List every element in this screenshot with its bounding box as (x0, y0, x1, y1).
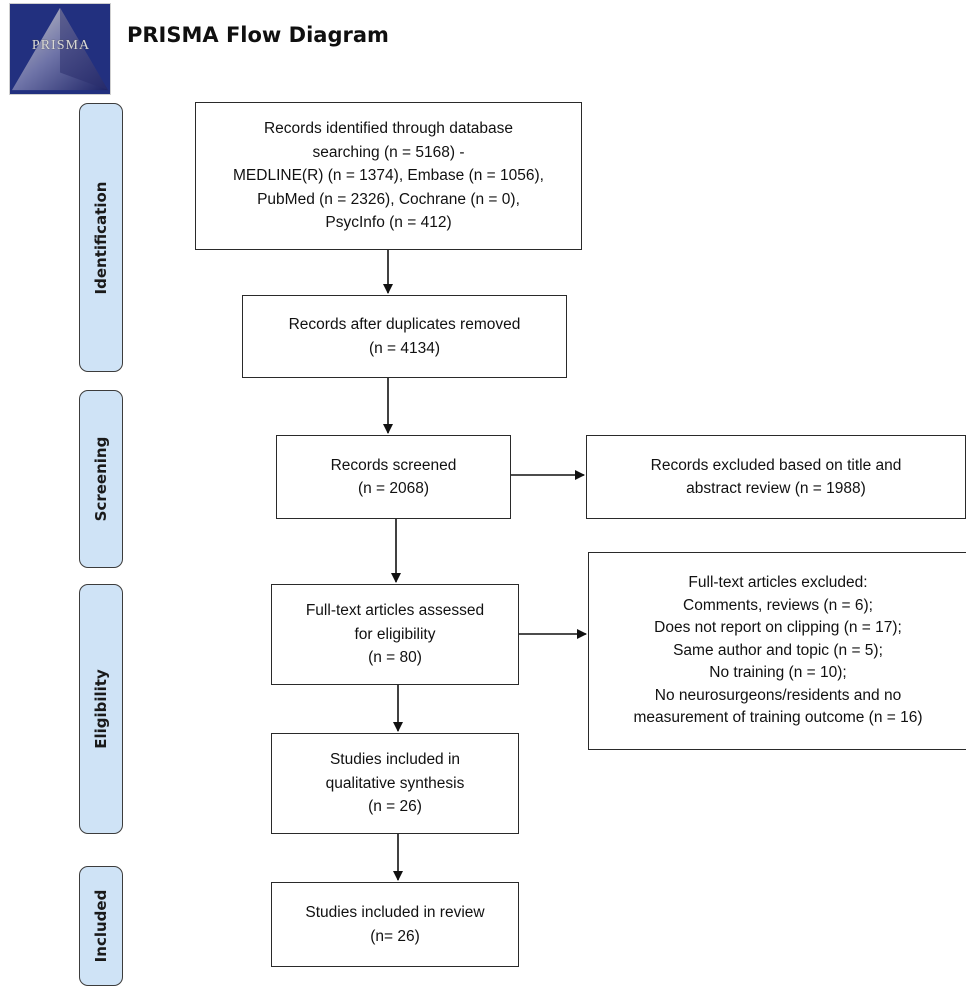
box-line: Records screened (330, 456, 457, 474)
box-line: MEDLINE(R) (n = 1374), Embase (n = 1056)… (233, 167, 544, 185)
stage-eligibility: Eligibility (79, 584, 123, 834)
box-line: (n= 26) (370, 927, 420, 945)
box-line: PubMed (n = 2326), Cochrane (n = 0), (257, 190, 520, 208)
box-line: No neurosurgeons/residents and no (654, 686, 902, 704)
box-line: Records excluded based on title and (650, 456, 902, 474)
box-line: Studies included in review (305, 904, 485, 921)
box-line: No training (n = 10); (709, 664, 847, 682)
stage-included-label: Included (92, 889, 110, 963)
page-title: PRISMA Flow Diagram (127, 23, 389, 47)
box-line: abstract review (n = 1988) (686, 480, 866, 497)
box-line: for eligibility (354, 625, 436, 643)
box-line: Records identified through database (263, 120, 514, 138)
stage-identification-label: Identification (92, 181, 110, 294)
records-excluded-box: Records excluded based on title and abst… (586, 435, 966, 519)
box-line: (n = 2068) (357, 480, 430, 497)
box-line: measurement of training outcome (n = 16) (633, 709, 923, 727)
stage-screening: Screening (79, 390, 123, 568)
logo-pyramid-icon (10, 4, 110, 94)
prisma-logo: PRISMA (9, 3, 111, 95)
stage-screening-label: Screening (92, 436, 110, 522)
records-identified-box: Records identified through database sear… (195, 102, 582, 250)
records-after-duplicates-box: Records after duplicates removed (n = 41… (242, 295, 567, 378)
box-line: Records after duplicates removed (288, 316, 521, 333)
box-line: Same author and topic (n = 5); (673, 641, 883, 659)
fulltext-excluded-box: Full-text articles excluded: Comments, r… (588, 552, 966, 750)
box-line: Does not report on clipping (n = 17); (654, 619, 902, 637)
stage-included: Included (79, 866, 123, 986)
records-screened-box: Records screened (n = 2068) (276, 435, 511, 519)
box-line: Studies included in (329, 751, 461, 769)
box-line: searching (n = 5168) - (312, 143, 465, 161)
fulltext-assessed-box: Full-text articles assessed for eligibil… (271, 584, 519, 685)
box-line: Full-text articles excluded: (688, 574, 868, 592)
box-line: PsycInfo (n = 412) (325, 214, 452, 232)
logo-text: PRISMA (31, 38, 91, 53)
box-line: (n = 26) (368, 798, 422, 816)
stage-identification: Identification (79, 103, 123, 372)
box-line: Comments, reviews (n = 6); (683, 596, 873, 614)
stage-eligibility-label: Eligibility (92, 669, 110, 749)
box-line: Full-text articles assessed (305, 602, 485, 620)
box-line: (n = 4134) (368, 339, 441, 357)
qualitative-synthesis-box: Studies included in qualitative synthesi… (271, 733, 519, 834)
box-line: qualitative synthesis (325, 774, 465, 792)
box-line: (n = 80) (368, 649, 422, 667)
studies-included-review-box: Studies included in review (n= 26) (271, 882, 519, 967)
